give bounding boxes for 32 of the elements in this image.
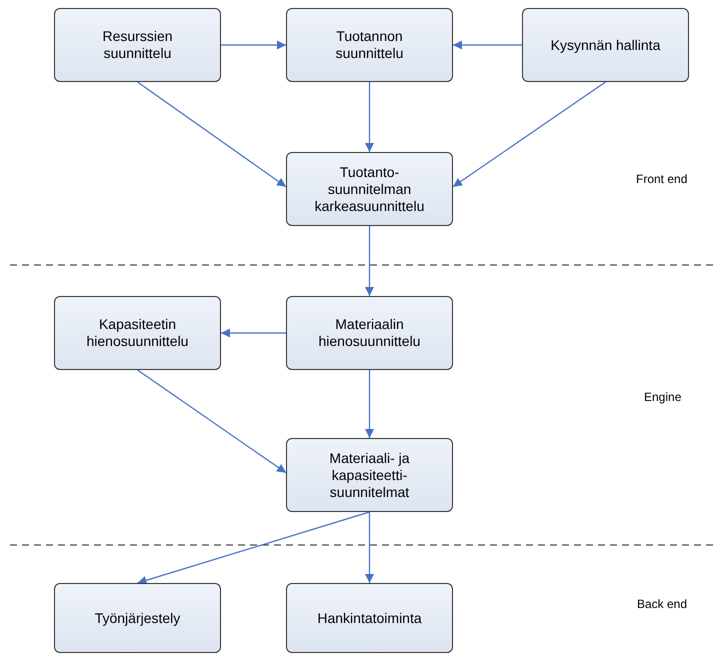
box-label: Resurssien suunnittelu: [101, 28, 174, 62]
box-label: Kapasiteetin hienosuunnittelu: [86, 316, 190, 350]
arrow: [137, 511, 370, 585]
box-label: Työnjärjestely: [94, 610, 180, 626]
arrow: [221, 328, 286, 338]
arrow: [365, 82, 374, 152]
arrow: [365, 512, 374, 583]
box-label: Materiaalin hienosuunnittelu: [318, 316, 422, 350]
process-box: [286, 152, 453, 226]
section-label: Engine: [644, 390, 682, 404]
process-box: [286, 296, 453, 370]
process-box: [286, 583, 453, 653]
arrow: [365, 370, 374, 438]
arrow: [221, 40, 286, 50]
arrow: [137, 82, 286, 188]
box-label: Materiaali- ja kapasiteetti- suunnitelmat: [328, 450, 411, 500]
process-box: [286, 438, 453, 512]
arrow: [452, 82, 606, 188]
process-box: [54, 583, 221, 653]
arrow: [365, 226, 374, 296]
box-label: Hankintatoiminta: [317, 610, 422, 626]
arrow: [453, 40, 522, 50]
arrow: [137, 370, 286, 474]
section-label: Back end: [637, 597, 688, 611]
section-label: Front end: [636, 172, 688, 186]
box-label: Tuotanto- suunnitelman karkeasuunnittelu: [314, 164, 426, 214]
process-box: [286, 8, 453, 82]
box-label: Tuotannon suunnittelu: [334, 28, 404, 62]
process-box: [54, 296, 221, 370]
process-box: [54, 8, 221, 82]
process-box: [522, 8, 689, 82]
box-label: Kysynnän hallinta: [550, 36, 660, 54]
